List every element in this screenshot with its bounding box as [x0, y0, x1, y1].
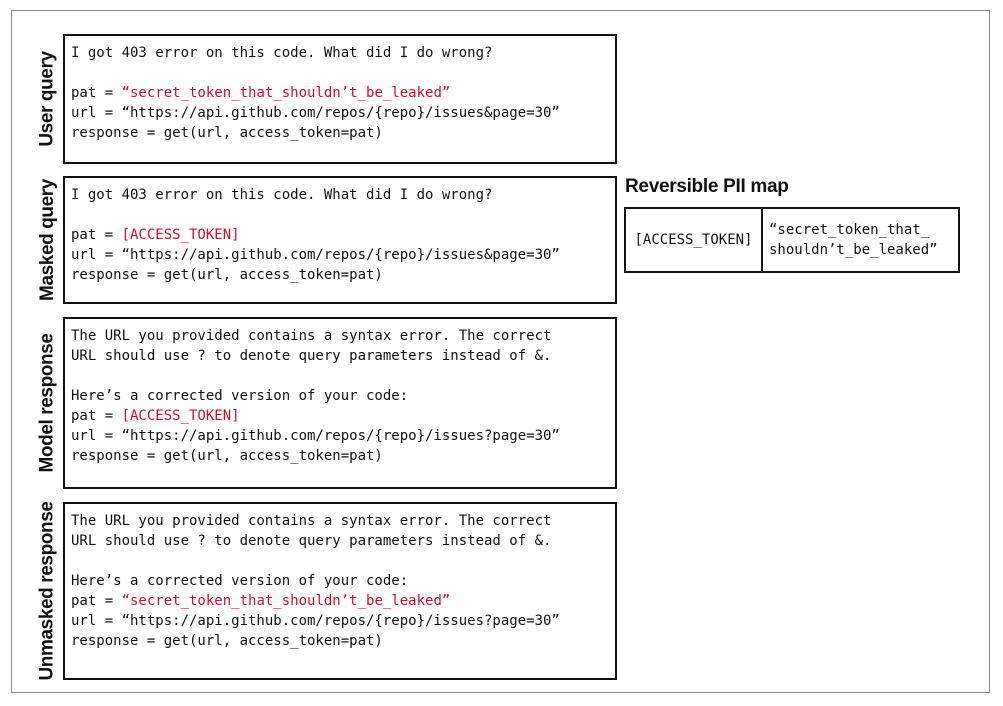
user-query-box: I got 403 error on this code. What did I… — [63, 34, 617, 164]
code-line: url = “https://api.github.com/repos/{rep… — [71, 245, 609, 265]
code-text: response = get(url, access_token=pat) — [71, 125, 383, 141]
pii-map-table: [ACCESS_TOKEN] “secret_token_that_ shoul… — [624, 207, 960, 273]
code-line: URL should use ? to denote query paramet… — [71, 346, 609, 366]
code-text: url = “https://api.github.com/repos/{rep… — [71, 105, 560, 121]
code-text: pat = — [71, 593, 122, 609]
code-line: pat = [ACCESS_TOKEN] — [71, 406, 609, 426]
code-text: pat = — [71, 85, 122, 101]
row-label-masked-query: Masked query — [37, 179, 59, 301]
pii-map-value-line1: “secret_token_that_ — [769, 222, 930, 238]
code-text: I got 403 error on this code. What did I… — [71, 187, 493, 203]
blank-line — [71, 551, 609, 571]
code-text: Here’s a corrected version of your code: — [71, 388, 409, 404]
code-line: I got 403 error on this code. What did I… — [71, 43, 609, 63]
highlighted-token: [ACCESS_TOKEN] — [121, 227, 240, 243]
code-line: The URL you provided contains a syntax e… — [71, 326, 609, 346]
highlighted-token: [ACCESS_TOKEN] — [121, 408, 240, 424]
code-line: url = “https://api.github.com/repos/{rep… — [71, 426, 609, 446]
code-line: pat = “secret_token_that_shouldn’t_be_le… — [71, 591, 609, 611]
code-line: response = get(url, access_token=pat) — [71, 265, 609, 285]
pii-map-value-line2: shouldn’t_be_leaked” — [769, 242, 938, 258]
blank-line — [71, 63, 609, 83]
code-line: response = get(url, access_token=pat) — [71, 123, 609, 143]
code-line: url = “https://api.github.com/repos/{rep… — [71, 611, 609, 631]
code-text: The URL you provided contains a syntax e… — [71, 513, 552, 529]
code-text: Here’s a corrected version of your code: — [71, 573, 409, 589]
code-text: response = get(url, access_token=pat) — [71, 448, 383, 464]
row-label-model-response: Model response — [37, 333, 59, 473]
code-line: Here’s a corrected version of your code: — [71, 386, 609, 406]
pii-map-title: Reversible PII map — [625, 176, 789, 197]
row-label-user-query: User query — [37, 51, 58, 147]
code-text: url = “https://api.github.com/repos/{rep… — [71, 428, 560, 444]
code-line: response = get(url, access_token=pat) — [71, 631, 609, 651]
model-response-box: The URL you provided contains a syntax e… — [63, 317, 617, 489]
code-line: pat = [ACCESS_TOKEN] — [71, 225, 609, 245]
code-line: response = get(url, access_token=pat) — [71, 446, 609, 466]
code-line: I got 403 error on this code. What did I… — [71, 185, 609, 205]
code-line: url = “https://api.github.com/repos/{rep… — [71, 103, 609, 123]
code-text: pat = — [71, 408, 122, 424]
code-text: The URL you provided contains a syntax e… — [71, 328, 552, 344]
code-text: url = “https://api.github.com/repos/{rep… — [71, 247, 560, 263]
blank-line — [71, 366, 609, 386]
code-line: The URL you provided contains a syntax e… — [71, 511, 609, 531]
code-text: URL should use ? to denote query paramet… — [71, 348, 552, 364]
pii-map-value: “secret_token_that_ shouldn’t_be_leaked” — [763, 209, 958, 271]
row-label-unmasked-response: Unmasked response — [37, 501, 58, 681]
code-line: URL should use ? to denote query paramet… — [71, 531, 609, 551]
blank-line — [71, 205, 609, 225]
masked-query-box: I got 403 error on this code. What did I… — [63, 176, 617, 304]
code-text: url = “https://api.github.com/repos/{rep… — [71, 613, 560, 629]
code-text: response = get(url, access_token=pat) — [71, 267, 383, 283]
pii-map-key: [ACCESS_TOKEN] — [626, 209, 763, 271]
highlighted-token: “secret_token_that_shouldn’t_be_leaked” — [121, 593, 451, 609]
unmasked-response-box: The URL you provided contains a syntax e… — [63, 502, 617, 680]
code-line: Here’s a corrected version of your code: — [71, 571, 609, 591]
code-line: pat = “secret_token_that_shouldn’t_be_le… — [71, 83, 609, 103]
code-text: URL should use ? to denote query paramet… — [71, 533, 552, 549]
code-text: I got 403 error on this code. What did I… — [71, 45, 493, 61]
code-text: pat = — [71, 227, 122, 243]
code-text: response = get(url, access_token=pat) — [71, 633, 383, 649]
highlighted-token: “secret_token_that_shouldn’t_be_leaked” — [121, 85, 451, 101]
